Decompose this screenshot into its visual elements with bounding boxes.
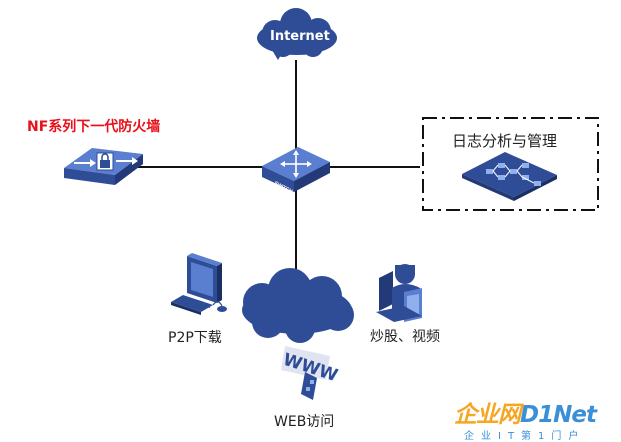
watermark-logo: 企业网D1Net xyxy=(454,395,597,429)
firewall-icon xyxy=(64,148,143,185)
network-cloud-icon xyxy=(242,268,354,343)
internet-label: Internet xyxy=(270,29,330,44)
watermark-part2: 网 xyxy=(498,402,521,428)
switch-icon xyxy=(262,147,330,192)
p2p-label: P2P下载 xyxy=(168,330,222,346)
pc-icon xyxy=(171,253,227,315)
stock-video-label: 炒股、视频 xyxy=(370,329,440,345)
watermark-part1: 企业 xyxy=(454,402,499,428)
watermark-part3: D1Net xyxy=(520,402,597,428)
web-access-label: WEB访问 xyxy=(274,414,335,430)
web-www-icon: WWW xyxy=(280,346,340,400)
firewall-title: NF系列下一代防火墙 xyxy=(27,119,161,135)
management-title: 日志分析与管理 xyxy=(452,132,558,150)
watermark-subtitle: 企业IT第1门户 xyxy=(464,431,586,442)
user-workstation-icon xyxy=(376,264,422,322)
internet-cloud-icon xyxy=(257,8,337,60)
connection-lines xyxy=(138,60,420,282)
management-box xyxy=(422,117,599,211)
log-analysis-server-icon xyxy=(462,152,557,201)
